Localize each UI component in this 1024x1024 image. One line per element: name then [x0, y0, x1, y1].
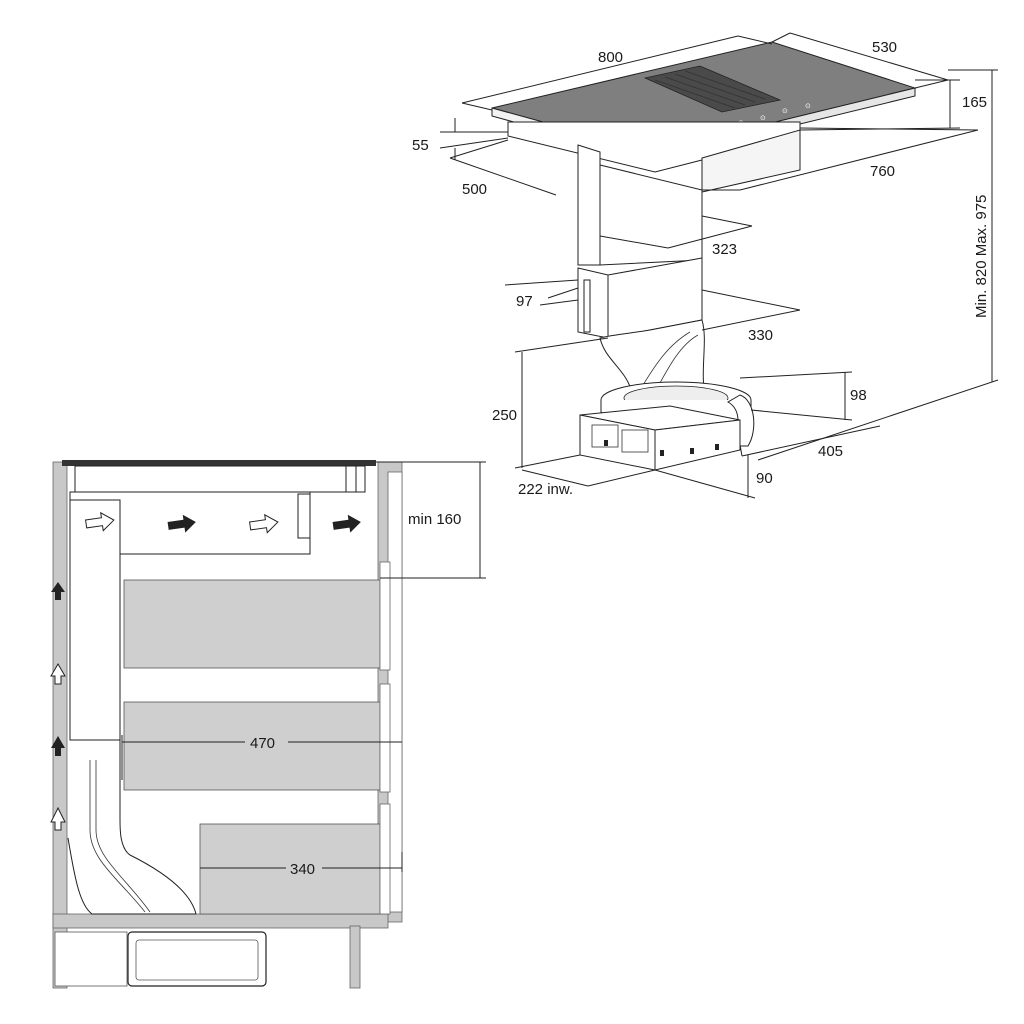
dim-222: 222 inw.	[518, 469, 656, 498]
cabinet-left-wall	[52, 461, 68, 989]
airflow-arrow-outline-icon	[50, 663, 66, 685]
worktop	[62, 460, 376, 466]
dim-330-label: 330	[748, 327, 773, 344]
dim-90-label: 90	[756, 470, 773, 487]
dim-323: 323	[599, 215, 753, 258]
dim-800-label: 800	[598, 49, 623, 66]
dim-405-label: 405	[818, 443, 843, 460]
cabinet-floor	[52, 913, 389, 929]
dim-97-label: 97	[516, 293, 533, 310]
airflow-arrow-solid-icon	[332, 514, 361, 533]
airflow-arrow-solid-icon	[51, 736, 65, 756]
isometric-view: ⊙⊙⊙⊙	[412, 32, 999, 499]
airflow-arrow-outline-icon	[50, 806, 66, 831]
dim-total-height: Min. 820 Max. 975	[757, 69, 999, 461]
dim-340-label: 340	[290, 861, 315, 878]
vent-grille	[643, 65, 782, 113]
cabinet-leg	[349, 925, 361, 989]
dim-323-label: 323	[712, 241, 737, 258]
drawer-2	[123, 701, 381, 791]
drawer-1	[123, 579, 381, 669]
dim-55: 55	[412, 118, 509, 160]
dim-470-label: 470	[250, 735, 275, 752]
dim-250-label: 250	[492, 407, 517, 424]
dim-165-label: 165	[962, 94, 987, 111]
drawer-3	[199, 823, 381, 915]
section-view: min 160 470 340	[50, 460, 486, 989]
motor-box	[701, 129, 801, 193]
airflow-arrow-outline-icon	[249, 513, 279, 534]
dim-530: 530	[771, 32, 949, 89]
vent-grille-slats	[654, 70, 766, 109]
dim-340: 340	[200, 852, 403, 878]
duct-clip	[583, 279, 591, 333]
airflow-arrow-solid-icon	[51, 582, 65, 600]
dim-405: 405	[739, 425, 881, 460]
dim-98-label: 98	[850, 387, 867, 404]
dim-760: 760	[702, 127, 979, 191]
duct-column-front	[599, 164, 703, 266]
dim-760-label: 760	[870, 163, 895, 180]
airflow-arrow-outline-icon	[85, 511, 115, 532]
airflow-arrow-solid-icon	[167, 514, 196, 533]
motor-curve	[67, 819, 197, 915]
outlet-box-side	[654, 419, 741, 471]
dim-500-label: 500	[462, 181, 487, 198]
dim-55-label: 55	[412, 137, 429, 154]
dim-800: 800	[461, 35, 773, 111]
dim-530-label: 530	[872, 39, 897, 56]
dim-97: 97	[504, 279, 579, 310]
dim-500: 500	[449, 139, 557, 198]
cooktop-section	[74, 465, 366, 493]
duct-column	[577, 144, 601, 266]
dim-470: 470	[121, 735, 402, 780]
dim-90: 90	[654, 455, 773, 499]
duct-elbow	[599, 319, 706, 396]
dim-total-height-label: Min. 820 Max. 975	[973, 195, 990, 318]
dim-min-160-label: min 160	[408, 511, 461, 528]
dim-222-label: 222 inw.	[518, 481, 573, 498]
svg-text:⊙: ⊙	[805, 102, 811, 110]
vertical-duct	[69, 499, 121, 741]
svg-text:⊙: ⊙	[782, 107, 788, 115]
dim-98: 98	[739, 371, 867, 421]
dim-330: 330	[701, 289, 801, 344]
dim-min-160: min 160	[376, 461, 486, 579]
dim-250: 250	[492, 337, 609, 469]
motor-box-section	[127, 931, 267, 987]
svg-text:⊙: ⊙	[760, 114, 766, 122]
